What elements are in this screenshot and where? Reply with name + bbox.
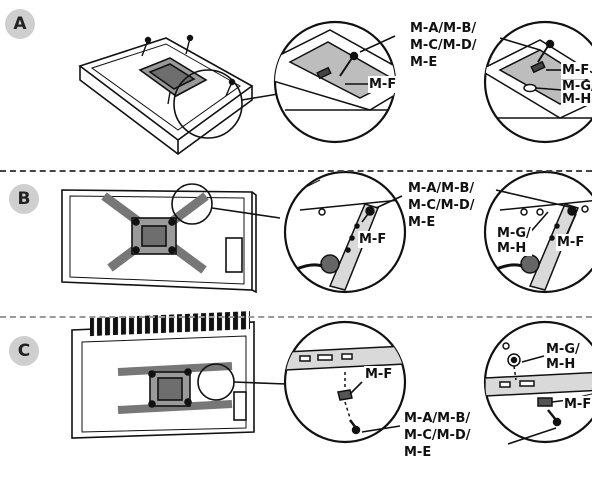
screw-group-line-3: M-E	[404, 445, 432, 460]
step-badge-b: B	[9, 184, 39, 214]
step-a-detail-1	[273, 20, 397, 144]
step-b-detail-2	[483, 170, 592, 294]
step-b-detail-1-spacer-label: M-F	[358, 231, 388, 248]
step-a-detail-2-washer-label: M-G/ M-H	[561, 80, 592, 106]
step-badge-a: A	[5, 9, 35, 39]
divider-b-c	[0, 316, 592, 318]
step-c-detail-1-spacer-label: M-F	[364, 366, 394, 383]
step-a-tv-face-down	[78, 34, 279, 155]
step-c-detail-2	[483, 320, 592, 444]
step-c-screw-label: M-A/M-B/ M-C/M-D/ M-E	[404, 410, 471, 461]
step-b-detail-1	[283, 170, 407, 294]
washer-label-line-2: M-H	[562, 92, 592, 107]
divider-a-b	[0, 170, 592, 172]
screw-group-line-2: M-C/M-D/	[410, 38, 477, 53]
step-c-tv-back-grille	[71, 311, 287, 439]
step-b-detail-2-spacer-label: M-F	[556, 234, 586, 251]
step-a-detail-2-spacer-label: M-F	[561, 62, 591, 79]
screw-group-line-3: M-E	[410, 55, 438, 70]
step-b-tv-back	[61, 183, 281, 294]
washer-label-line-1: M-G/	[497, 226, 531, 241]
step-badge-c: C	[9, 336, 39, 366]
step-b-detail-2-washer-label: M-G/ M-H	[496, 226, 532, 256]
screw-group-line-2: M-C/M-D/	[404, 428, 471, 443]
step-b-screw-label: M-A/M-B/ M-C/M-D/ M-E	[408, 180, 475, 231]
step-a-screw-label: M-A/M-B/ M-C/M-D/ M-E	[410, 20, 477, 71]
washer-label-line-2: M-H	[546, 357, 576, 372]
step-c-detail-1	[283, 320, 407, 444]
washer-label-line-1: M-G/	[546, 342, 580, 357]
step-a-detail-1-spacer-label: M-F	[368, 76, 398, 93]
step-b-leaders	[361, 189, 577, 245]
step-a-leaders	[345, 35, 563, 91]
washer-label-line-2: M-H	[497, 241, 527, 256]
washer-label-line-1: M-G/	[562, 79, 592, 94]
step-c-detail-2-washer-label: M-G/ M-H	[545, 342, 581, 372]
step-c-detail-2-spacer-label: M-F	[563, 396, 592, 413]
screw-group-line-1: M-A/M-B/	[410, 21, 477, 36]
screw-group-line-3: M-E	[408, 215, 436, 230]
step-a-detail-2	[483, 20, 592, 144]
screw-group-line-2: M-C/M-D/	[408, 198, 475, 213]
screw-group-line-1: M-A/M-B/	[404, 411, 471, 426]
screw-group-line-1: M-A/M-B/	[408, 181, 475, 196]
